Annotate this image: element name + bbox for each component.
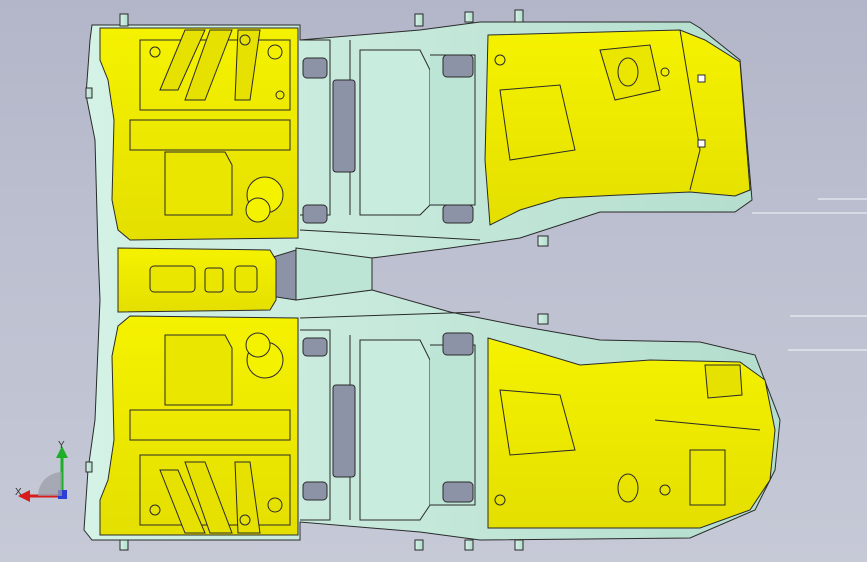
yellow-rear-left-panel <box>99 27 299 241</box>
yellow-front-lower-panel <box>487 337 776 529</box>
yellow-crossmember <box>117 247 277 313</box>
side-tabs <box>85 9 549 551</box>
yellow-front-upper-panel <box>484 29 751 226</box>
edge-guide-lines <box>752 198 867 351</box>
yellow-rear-right-panel <box>99 315 299 536</box>
tunnel-section <box>295 39 481 521</box>
axis-triad: X Y <box>12 440 76 508</box>
x-axis-label: X <box>15 487 22 498</box>
y-axis-label: Y <box>58 440 65 451</box>
triad-icon <box>18 446 68 502</box>
